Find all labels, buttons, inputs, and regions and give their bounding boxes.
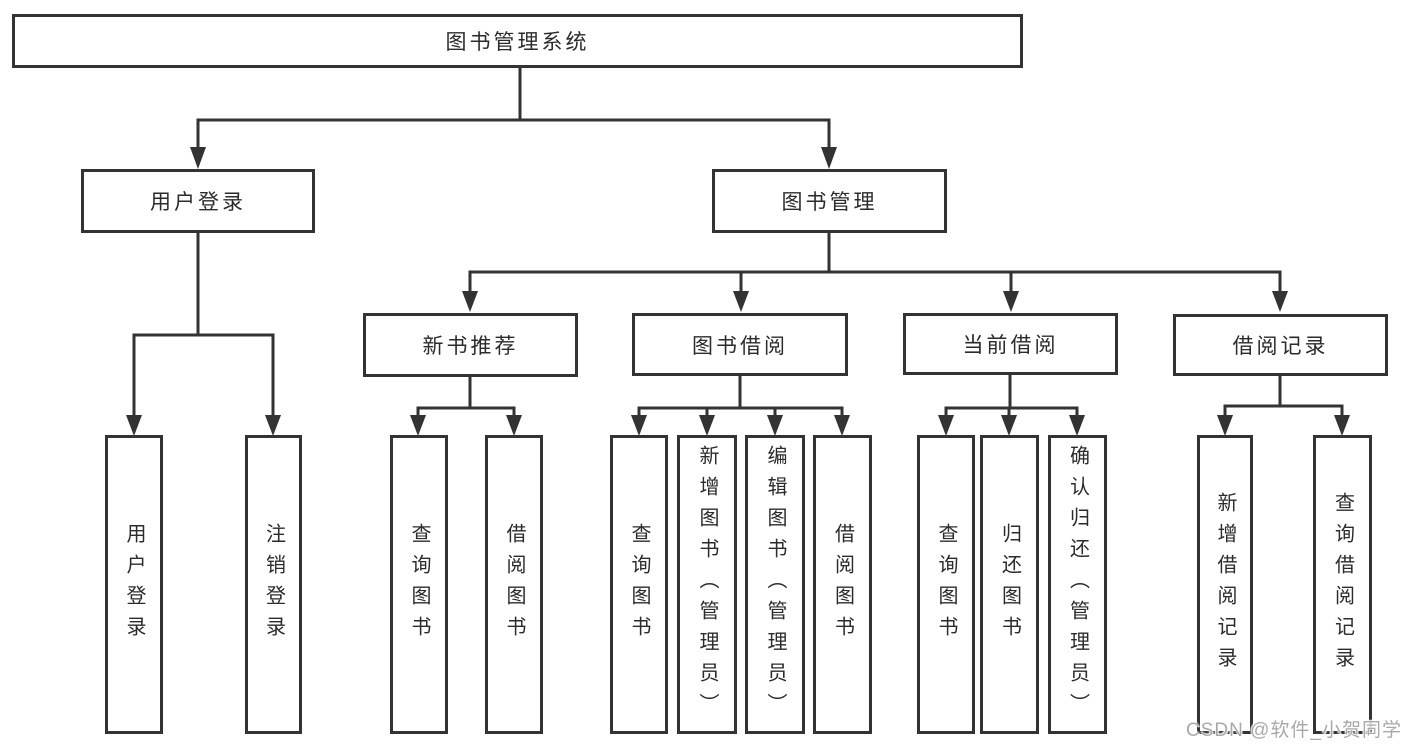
node-label: 查询图书: [628, 522, 650, 647]
node-label: 新增借阅记录: [1214, 491, 1236, 678]
node-book-borrowing: 图书借阅: [632, 313, 848, 376]
node-library-system: 图书管理系统: [12, 14, 1023, 68]
node-label: 用户登录: [123, 522, 145, 647]
csdn-watermark: CSDN @软件_小贺同学: [1186, 720, 1402, 741]
node-new-book-recommend: 新书推荐: [363, 313, 578, 377]
node-label: 借阅图书: [831, 522, 854, 647]
leaf-add-books-admin: 新增图书（管理员）: [677, 435, 737, 734]
node-label: 编辑图书（管理员）: [764, 445, 786, 724]
leaf-query-books-2: 查询图书: [610, 435, 668, 734]
node-borrowing-records: 借阅记录: [1173, 314, 1388, 376]
leaf-user-login: 用户登录: [105, 435, 163, 734]
leaf-borrow-books-1: 借阅图书: [485, 435, 543, 734]
leaf-confirm-return-admin: 确认归还（管理员）: [1048, 435, 1107, 734]
node-label: 新增图书（管理员）: [696, 445, 718, 724]
node-label: 查询借阅记录: [1331, 491, 1354, 678]
node-book-management: 图书管理: [712, 169, 947, 233]
leaf-borrow-books-2: 借阅图书: [813, 435, 872, 734]
node-label: 查询图书: [408, 522, 430, 647]
leaf-logout-login: 注销登录: [245, 435, 302, 734]
leaf-add-borrow-record: 新增借阅记录: [1197, 435, 1253, 734]
leaf-query-books-1: 查询图书: [390, 435, 448, 734]
node-label: 注销登录: [262, 522, 285, 647]
node-label: 确认归还（管理员）: [1066, 445, 1089, 724]
leaf-return-books: 归还图书: [980, 435, 1039, 734]
node-label: 借阅图书: [503, 522, 525, 647]
node-label: 归还图书: [998, 522, 1021, 647]
leaf-edit-books-admin: 编辑图书（管理员）: [745, 435, 805, 734]
leaf-query-borrow-record: 查询借阅记录: [1313, 435, 1372, 734]
node-label: 查询图书: [935, 522, 957, 647]
node-user-login: 用户登录: [81, 169, 315, 233]
leaf-query-books-3: 查询图书: [917, 435, 975, 734]
node-current-borrowing: 当前借阅: [903, 313, 1118, 375]
